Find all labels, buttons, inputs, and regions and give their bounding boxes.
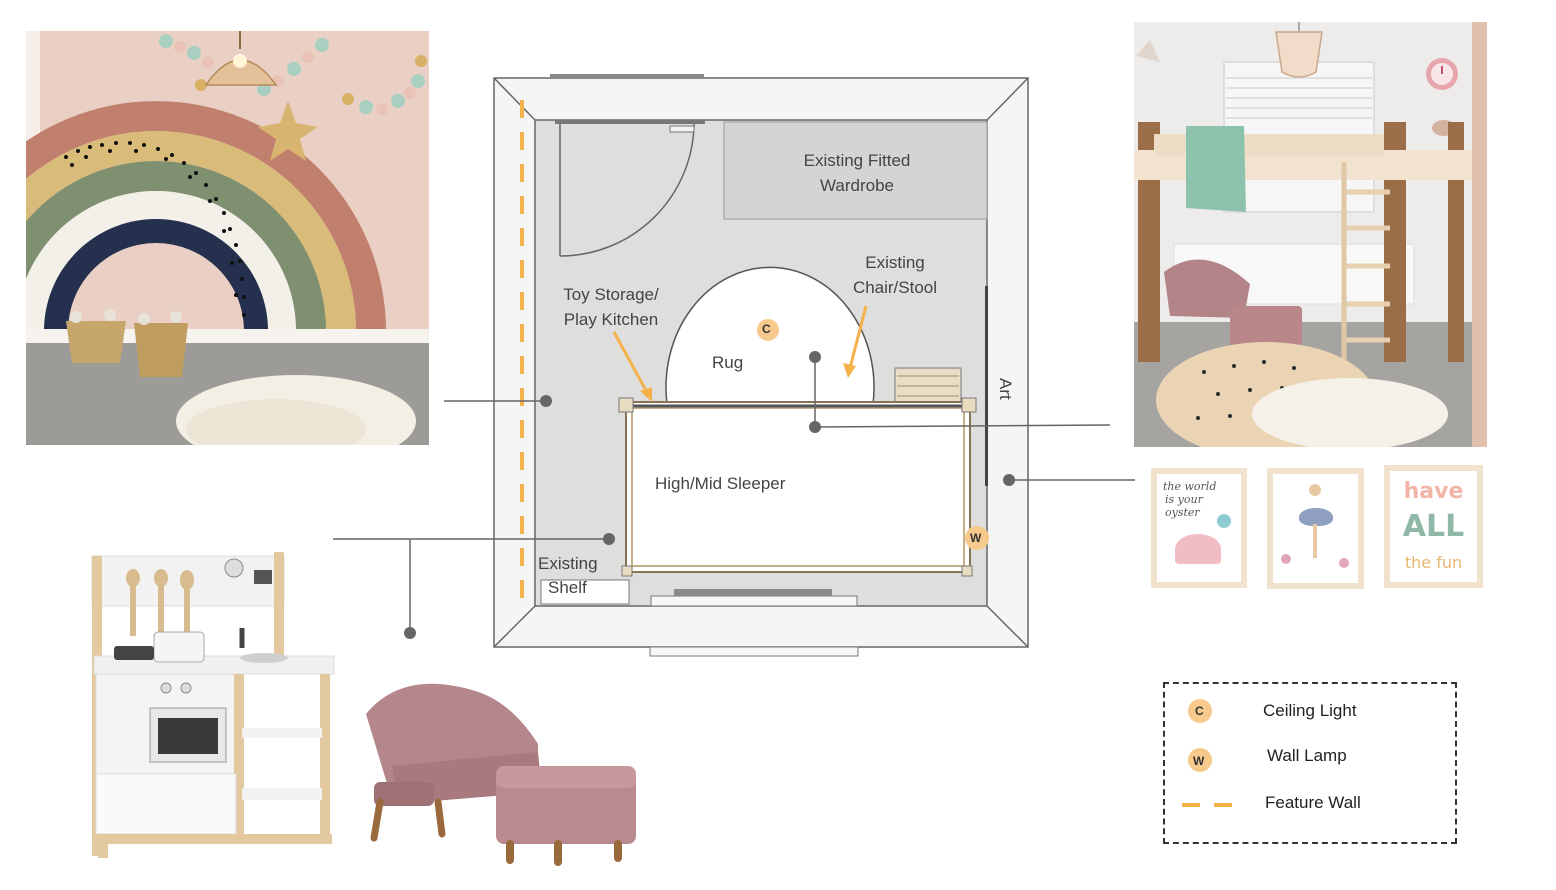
art-wall	[985, 286, 988, 486]
legend-ceiling-symbol: C	[1195, 704, 1204, 718]
shell-icon	[1175, 534, 1221, 564]
chair-arrow	[848, 305, 868, 369]
toy-label-line1: Toy Storage/	[563, 285, 659, 304]
print-oyster-line2: is your	[1165, 493, 1203, 506]
shelf-label-line2: Shelf	[548, 578, 587, 597]
print-fun-line1: have	[1403, 479, 1464, 504]
connector-dot	[404, 627, 416, 639]
bedroom-illustration	[1134, 22, 1487, 447]
art-print-oyster: the world is your oyster	[1151, 468, 1247, 588]
legend-ceiling-light-label: Ceiling Light	[1263, 701, 1357, 720]
sleeper-label: High/Mid Sleeper	[655, 474, 786, 493]
flower-icon	[1281, 554, 1291, 564]
chair-stool-label: Existing Chair/Stool	[830, 250, 960, 300]
connector-dot	[540, 395, 552, 407]
chair-stool-shape	[894, 367, 962, 409]
print-oyster-line1: the world	[1163, 480, 1217, 493]
legend-wall-symbol: W	[1193, 754, 1205, 768]
legend-feature-wall-label: Feature Wall	[1265, 793, 1361, 812]
connector-dot	[1003, 474, 1015, 486]
wall-lamp-marker-label: W	[970, 531, 982, 545]
toy-storage-arrow	[612, 331, 651, 397]
legend-wall-lamp-label: Wall Lamp	[1267, 746, 1347, 765]
toy-storage-label: Toy Storage/ Play Kitchen	[546, 282, 676, 332]
radiator	[650, 595, 858, 607]
play-kitchen-illustration	[91, 552, 335, 858]
wardrobe-label: Existing Fitted Wardrobe	[756, 148, 958, 198]
art-label: Art	[996, 378, 1015, 400]
connector-dot	[603, 533, 615, 545]
bedroom-image	[1134, 22, 1487, 447]
chair-stool-image	[362, 670, 638, 866]
chair-label-line2: Chair/Stool	[852, 278, 938, 297]
print-fun-line2: ALL	[1402, 509, 1465, 544]
top-window	[550, 74, 704, 78]
pearl-icon	[1217, 514, 1231, 528]
ballerina-tutu	[1299, 508, 1333, 526]
rug-label: Rug	[712, 353, 744, 372]
connector-dot	[809, 351, 821, 363]
print-fun-line3: the fun	[1404, 553, 1463, 572]
bottom-window	[649, 646, 859, 657]
flower-icon	[1339, 558, 1349, 568]
print-oyster-line3: oyster	[1165, 506, 1200, 519]
wardrobe-label-line1: Existing Fitted	[803, 151, 911, 170]
rainbow-wall-illustration	[26, 31, 429, 445]
connector-dot	[809, 421, 821, 433]
toy-label-line2: Play Kitchen	[563, 310, 659, 329]
door	[555, 120, 705, 257]
shelf-label-line1: Existing	[538, 554, 598, 573]
radiator-grille	[674, 589, 832, 596]
feature-wall-image	[26, 31, 429, 445]
shelf-label: Existing Shelf	[538, 552, 598, 600]
ballerina-icon	[1309, 484, 1321, 496]
ballerina-legs	[1313, 524, 1317, 558]
chair-label-line1: Existing	[865, 253, 925, 272]
ceiling-light-marker-label: C	[762, 322, 771, 336]
chair-stool-illustration	[366, 683, 636, 866]
art-print-have-all-the-fun: have ALL the fun	[1384, 465, 1483, 588]
art-print-ballerina	[1267, 468, 1364, 589]
legend	[1163, 682, 1457, 844]
play-kitchen-image	[84, 548, 340, 864]
wardrobe-label-line2: Wardrobe	[819, 176, 894, 195]
